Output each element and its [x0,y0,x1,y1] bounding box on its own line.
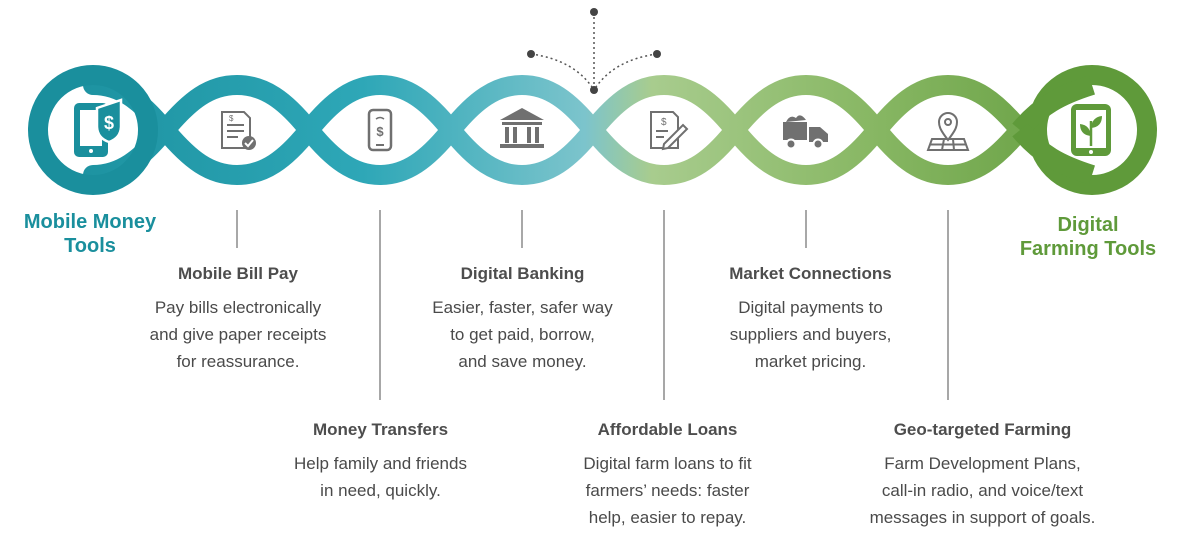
farming-tablet-icon [1071,104,1111,156]
mobile-money-phone-icon: $ [74,98,123,157]
helix-strands [28,65,1157,195]
top-connector [527,8,661,94]
digital-farming-tools-label: Digital Farming Tools [1002,213,1174,261]
block-line: Digital payments to [738,298,883,317]
svg-text:$: $ [376,124,384,139]
market-connections-block: Market Connections Digital payments to s… [688,262,933,375]
digital-farming-label-line2: Farming Tools [1019,238,1157,260]
svg-text:$: $ [229,114,234,123]
svg-text:$: $ [661,117,667,128]
block-title: Affordable Loans [597,420,738,439]
block-title: Geo-targeted Farming [893,420,1072,439]
block-line: messages in support of goals. [869,508,1096,527]
block-line: Farm Development Plans, [884,454,1081,473]
block-line: farmers’ needs: faster [585,481,750,500]
block-line: in need, quickly. [320,481,441,500]
mobile-money-label-line2: Tools [64,235,116,257]
block-line: and save money. [458,352,587,371]
block-line: for reassurance. [176,352,300,371]
block-line: to get paid, borrow, [450,325,595,344]
svg-text:$: $ [104,113,114,133]
block-title: Market Connections [729,264,892,283]
mobile-bill-pay-block: Mobile Bill Pay Pay bills electronically… [118,262,358,375]
block-title: Money Transfers [312,420,449,439]
phone-transfer-icon: $ [367,108,393,152]
loan-document-icon: $ [650,111,689,151]
block-line: market pricing. [754,352,867,371]
digital-banking-block: Digital Banking Easier, faster, safer wa… [400,262,645,375]
block-line: Digital farm loans to fit [583,454,752,473]
block-line: suppliers and buyers, [729,325,892,344]
digital-farming-label-line1: Digital [1057,214,1119,236]
block-line: call-in radio, and voice/text [881,481,1084,500]
delivery-truck-icon [783,115,828,150]
map-pin-icon [926,112,970,151]
block-title: Mobile Bill Pay [178,264,298,283]
block-title: Digital Banking [460,264,585,283]
bill-receipt-icon: $ [221,111,256,150]
block-line: and give paper receipts [149,325,327,344]
block-line: Help family and friends [294,454,467,473]
bank-building-icon [500,108,544,148]
block-line: Easier, faster, safer way [432,298,613,317]
mobile-money-label-line1: Mobile Money [23,211,157,233]
mobile-money-tools-label: Mobile Money Tools [0,210,180,258]
affordable-loans-block: Affordable Loans Digital farm loans to f… [545,418,790,531]
connector-lines [236,210,949,400]
block-line: Pay bills electronically [154,298,322,317]
block-line: help, easier to repay. [588,508,747,527]
geo-targeted-farming-block: Geo-targeted Farming Farm Development Pl… [825,418,1140,531]
money-transfers-block: Money Transfers Help family and friends … [258,418,503,504]
